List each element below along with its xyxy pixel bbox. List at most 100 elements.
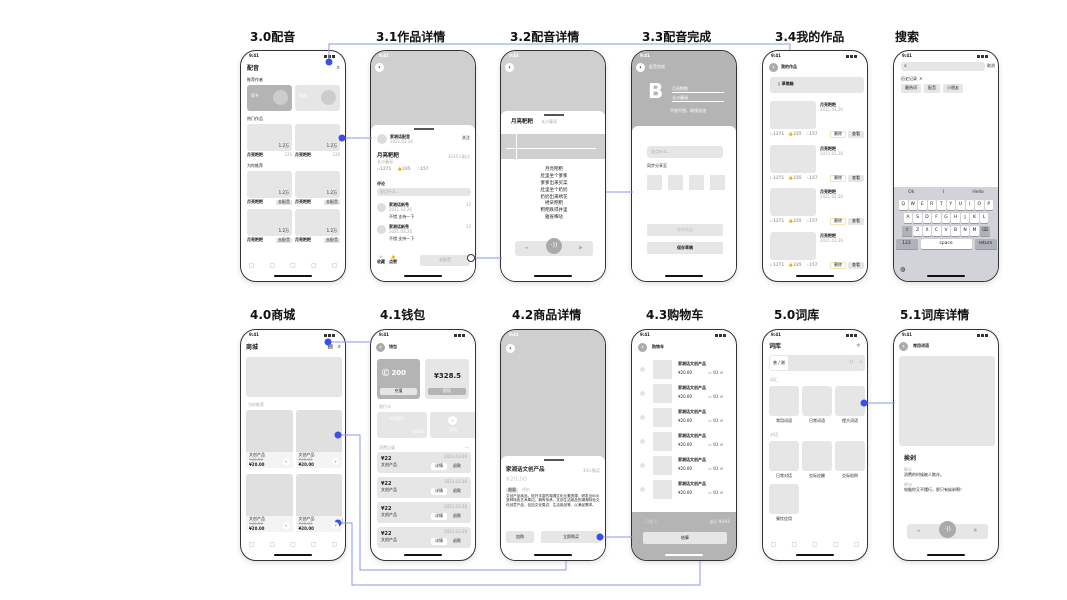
add-icon[interactable]: +: [332, 522, 339, 529]
detail-button[interactable]: 详情: [431, 513, 447, 520]
key[interactable]: J: [960, 213, 970, 224]
product-card[interactable]: 文创产品¥36.00¥20.00+: [295, 410, 342, 468]
waveform[interactable]: [501, 134, 605, 159]
key[interactable]: O: [975, 200, 984, 211]
tab-item[interactable]: ▢: [791, 540, 798, 548]
select-checkbox[interactable]: [640, 391, 645, 396]
key[interactable]: C: [932, 226, 941, 237]
select-checkbox[interactable]: [640, 367, 645, 372]
save-draft-button[interactable]: 保存草稿: [647, 242, 723, 254]
refund-button[interactable]: 退款: [453, 513, 461, 518]
dub-button[interactable]: 去配音: [324, 199, 340, 205]
tab-item[interactable]: ▢: [770, 540, 777, 548]
key[interactable]: W: [908, 200, 917, 211]
refund-button[interactable]: 退款: [453, 488, 461, 493]
key[interactable]: D: [922, 213, 932, 224]
share-target[interactable]: [647, 175, 662, 190]
publish-button[interactable]: 发布作品: [647, 224, 723, 236]
add-icon[interactable]: +: [332, 458, 339, 465]
category-card[interactable]: 俚大词语: [835, 386, 865, 424]
category-card[interactable]: 交际应酬: [802, 441, 832, 479]
avatar[interactable]: [377, 134, 387, 144]
category-card[interactable]: 日常对话: [769, 441, 799, 479]
back-button[interactable]: ‹: [636, 63, 645, 72]
quantity-stepper[interactable]: ▭ 01 ⊞: [708, 370, 724, 375]
product-card[interactable]: 文创产品¥36.00¥20.00+: [295, 474, 342, 532]
cancel-button[interactable]: 取消: [987, 63, 995, 68]
play-icon[interactable]: ▶: [579, 245, 583, 251]
tab-item[interactable]: ▢: [269, 540, 276, 548]
go-dub-button[interactable]: 去配音: [420, 255, 470, 266]
key[interactable]: H: [951, 213, 960, 224]
add-icon[interactable]: +: [282, 522, 290, 529]
search-icon[interactable]: ⌕: [337, 343, 341, 350]
play-audio-button[interactable]: ·)): [939, 521, 956, 538]
star-icon[interactable]: ★: [855, 342, 861, 349]
recommend-card[interactable]: 1.2万月亮粑粑去配音: [295, 171, 340, 205]
detail-button[interactable]: 详情: [431, 538, 447, 545]
delete-button[interactable]: 删除: [830, 218, 846, 225]
favorite-icon[interactable]: ★: [972, 527, 978, 534]
tab-item[interactable]: ▢: [812, 540, 818, 548]
key[interactable]: K: [970, 213, 979, 224]
share-target[interactable]: [689, 175, 704, 190]
star-button[interactable]: ☆收藏: [377, 254, 385, 264]
suggestion[interactable]: I: [942, 190, 945, 195]
key[interactable]: L: [979, 213, 989, 224]
back-button[interactable]: ‹: [769, 63, 778, 72]
suggestion[interactable]: Hello: [972, 190, 984, 195]
tab-item[interactable]: ▢: [248, 261, 255, 269]
key[interactable]: T: [937, 200, 946, 211]
search-input[interactable]: ⌕: [901, 62, 985, 71]
dub-button[interactable]: 去配音: [324, 236, 340, 243]
backspace-key[interactable]: ⌫: [979, 226, 990, 237]
category-card[interactable]: 餐饮应用: [769, 483, 799, 522]
tab-item[interactable]: ▢: [290, 540, 296, 548]
drafts-box[interactable]: ▯ 草稿箱: [770, 77, 864, 93]
back-button[interactable]: ‹: [506, 344, 515, 353]
add-icon[interactable]: +: [282, 458, 290, 465]
delete-button[interactable]: 删除: [830, 174, 846, 182]
globe-icon[interactable]: ◍: [900, 265, 906, 273]
like-count[interactable]: 👍235: [397, 166, 411, 171]
category-card[interactable]: 交际俗例: [835, 441, 865, 479]
suggestion[interactable]: Ok: [908, 190, 915, 195]
history-chip[interactable]: 最热词: [901, 84, 921, 93]
key[interactable]: G: [941, 213, 951, 224]
shift-key[interactable]: ⇧: [902, 226, 913, 237]
tab-item[interactable]: ▢: [331, 261, 338, 269]
follow-button[interactable]: 关注: [462, 135, 470, 140]
share-target[interactable]: [668, 175, 683, 190]
detail-button[interactable]: 详情: [431, 488, 447, 495]
return-key[interactable]: return: [974, 239, 997, 250]
quantity-stepper[interactable]: ▭ 01 ⊞: [708, 442, 724, 447]
refund-button[interactable]: 退款: [453, 538, 461, 543]
recharge-button[interactable]: 充值: [380, 388, 417, 395]
select-checkbox[interactable]: [640, 415, 645, 420]
dub-button[interactable]: 去配音: [276, 236, 292, 243]
key[interactable]: M: [970, 226, 979, 237]
select-checkbox[interactable]: [640, 463, 645, 468]
quantity-stepper[interactable]: ▭ 01 ⊞: [708, 394, 724, 399]
banner[interactable]: [246, 357, 342, 397]
tab-item[interactable]: ▢: [310, 540, 317, 548]
tab-item[interactable]: ▢: [248, 540, 255, 548]
detail-button[interactable]: 详情: [431, 463, 447, 470]
tab-item[interactable]: ▢: [853, 540, 860, 548]
tab-item[interactable]: ▢: [310, 261, 317, 269]
view-button[interactable]: 查看: [848, 174, 864, 182]
key[interactable]: N: [960, 226, 970, 237]
quantity-stepper[interactable]: ▭ 01 ⊞: [708, 418, 724, 423]
category-card[interactable]: 常用词语: [769, 386, 799, 424]
share-target[interactable]: [710, 175, 725, 190]
message-input[interactable]: 说点什么...: [647, 146, 723, 158]
speaker-icon[interactable]: ◂: [917, 528, 920, 534]
back-button[interactable]: ‹: [638, 343, 647, 352]
back-button[interactable]: ‹: [505, 63, 514, 72]
